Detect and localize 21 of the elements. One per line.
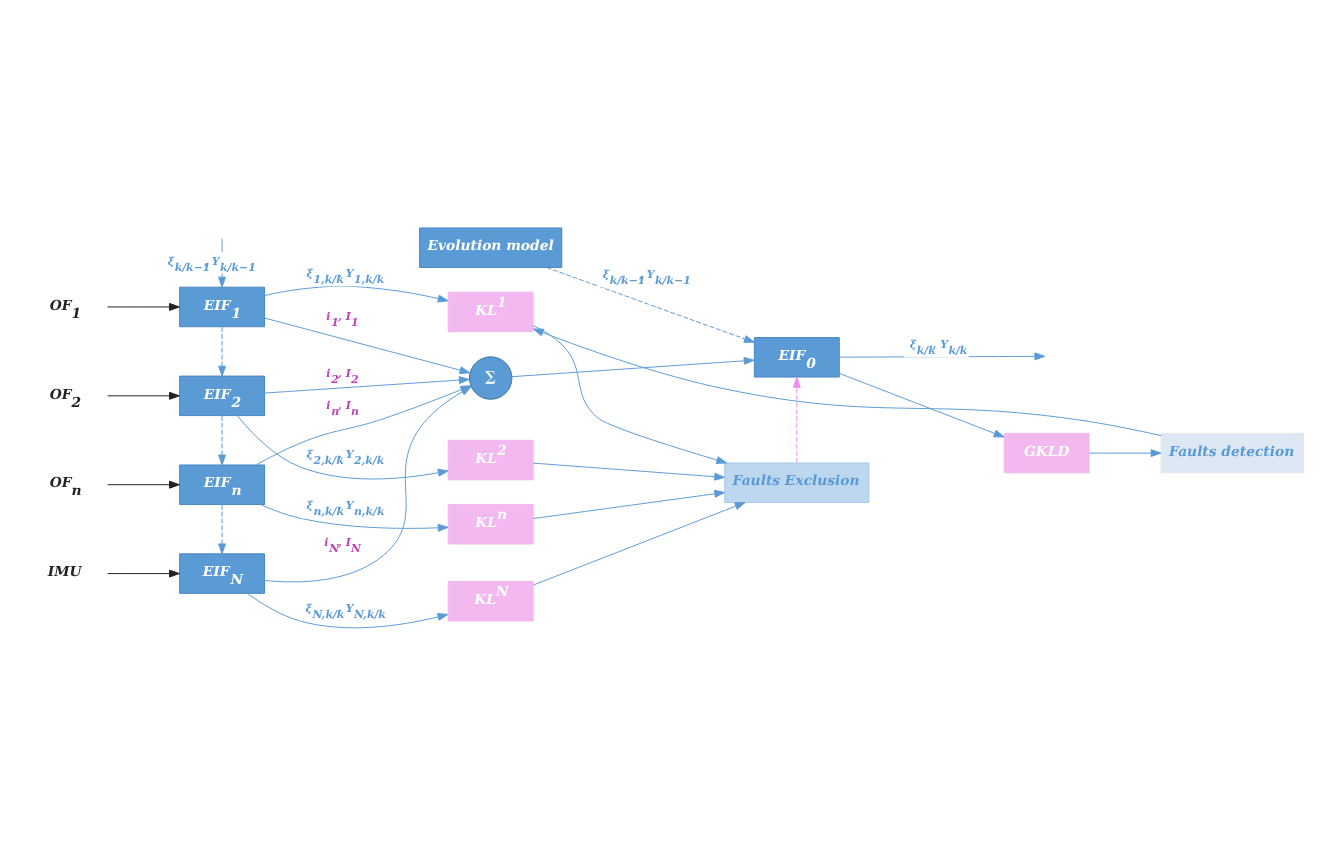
arrow — [218, 325, 226, 376]
arrow — [532, 327, 1162, 436]
arrow — [246, 591, 449, 628]
arrow — [532, 488, 726, 519]
arrow — [532, 501, 746, 585]
arrow — [107, 302, 180, 310]
arrow — [260, 503, 449, 531]
arrow — [107, 479, 180, 488]
arrow — [237, 414, 449, 479]
arrow — [792, 376, 801, 463]
arrow — [218, 414, 226, 465]
arrow — [1088, 448, 1162, 457]
arrow — [107, 390, 180, 399]
arrow — [107, 568, 180, 577]
arrow — [532, 461, 726, 480]
arrow — [838, 371, 1005, 437]
arrow — [511, 355, 755, 377]
arrow — [264, 284, 449, 302]
arrow — [532, 324, 728, 463]
arrow — [218, 503, 226, 554]
arrow — [264, 316, 471, 374]
